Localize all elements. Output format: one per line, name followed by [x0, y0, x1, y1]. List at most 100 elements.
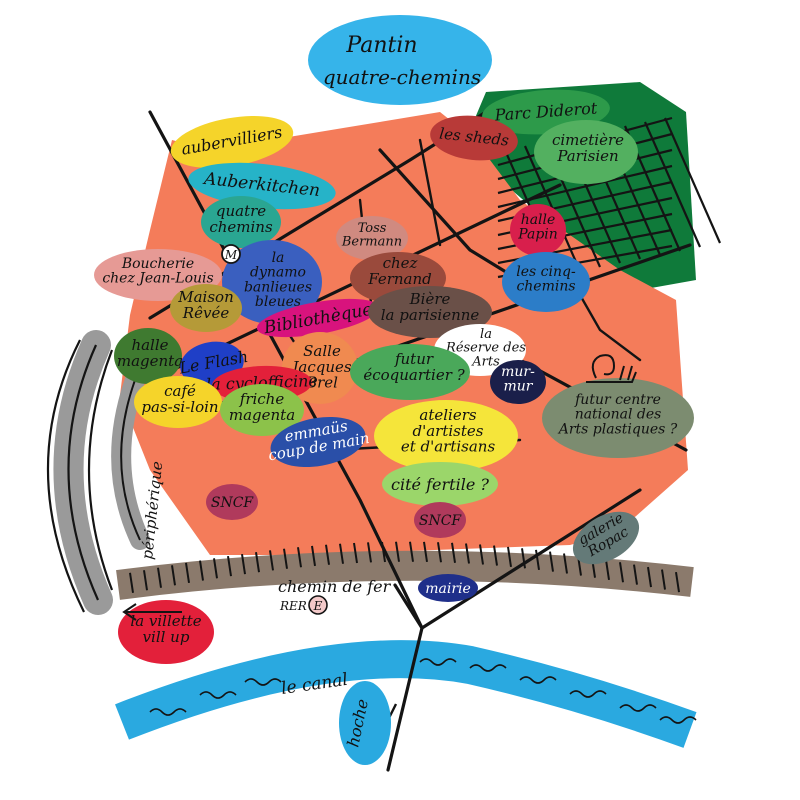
place-les-cinq-chemins-label-0: les cinq-	[516, 264, 576, 280]
place-salle-jacques-brel-label-2: Brel	[305, 374, 338, 392]
metro-circle	[221, 244, 241, 264]
place-la-villette-bubble	[118, 600, 214, 664]
place-mur-mur-label-0: mur-	[501, 364, 535, 380]
place-cafe-pas-si-loin-label-0: café	[164, 382, 196, 400]
place-auberkitchen-bubble	[188, 162, 336, 210]
railway-tick	[143, 570, 148, 591]
railway-tick	[157, 567, 162, 588]
railway-band	[116, 550, 694, 600]
canal-band	[115, 640, 697, 748]
railway-tick	[311, 545, 316, 567]
place-boucherie-label-0: Boucherie	[121, 256, 194, 272]
place-sncf-2[interactable]: SNCF	[414, 502, 466, 538]
place-halle-papin-bubble	[510, 204, 566, 256]
place-les-cinq-chemins-bubble	[502, 252, 590, 312]
place-cnap-label-1: national des	[575, 407, 662, 423]
railway-tick	[493, 545, 498, 566]
rer-circle	[308, 595, 328, 615]
place-mur-mur-label-1: mur	[504, 379, 534, 395]
place-la-dynamo-label-2: banlieues	[244, 279, 312, 295]
place-halle-magenta-label-0: halle	[131, 336, 168, 354]
place-friche-magenta-bubble	[220, 384, 304, 436]
place-aubervilliers[interactable]: aubervilliers	[167, 108, 297, 177]
railway	[116, 541, 694, 600]
place-la-villette-label-0: la villette	[130, 612, 201, 630]
canal-wave	[199, 691, 237, 699]
place-auberkitchen[interactable]: Auberkitchen	[186, 156, 338, 215]
place-les-sheds[interactable]: les sheds	[428, 112, 520, 165]
cnap-snail-icon	[586, 354, 637, 383]
place-ateliers-label-1: d'artistes	[413, 422, 484, 440]
place-cimetiere-parisien-label-0: cimetière	[552, 131, 624, 149]
railway-tick	[213, 558, 218, 579]
place-salle-jacques-brel-label-1: Jacques	[289, 358, 351, 376]
railway-tick	[423, 541, 428, 563]
hoche-station[interactable]: hoche	[339, 681, 391, 765]
place-sncf-1-label-0: SNCF	[211, 495, 255, 511]
place-ateliers-bubble	[374, 400, 518, 472]
place-chez-fernand-label-0: chez	[383, 254, 418, 272]
place-les-sheds-bubble	[430, 115, 518, 161]
railway-tick	[353, 542, 358, 564]
railway-tick	[479, 544, 484, 565]
hoche-bubble	[339, 681, 391, 765]
peripherique-line-3	[46, 339, 85, 613]
place-la-dynamo-bubble	[222, 240, 322, 324]
snail-shell	[591, 354, 616, 379]
rer-station[interactable]: RER E	[279, 595, 328, 615]
rer-label: RER	[279, 599, 307, 613]
place-les-cinq-chemins-label-1: chemins	[516, 279, 575, 295]
place-reserve-des-arts-label-2: Arts	[471, 354, 500, 369]
canal-wave	[659, 716, 697, 724]
place-mur-mur-bubble	[490, 360, 546, 404]
canal-wave	[244, 678, 282, 686]
peripherique-line-1	[67, 344, 100, 601]
place-cnap-label-2: Arts plastiques ?	[557, 421, 678, 437]
canal-wave	[569, 690, 607, 698]
place-galerie-ropac-bubble	[572, 511, 640, 565]
canal-wave	[469, 664, 507, 672]
place-cite-fertile[interactable]: cité fertile ?	[382, 462, 498, 506]
place-futur-ecoquartier-label-1: écoquartier ?	[363, 366, 465, 384]
railway-tick	[409, 541, 414, 562]
place-mairie[interactable]: mairie	[418, 574, 478, 602]
place-sncf-1[interactable]: SNCF	[206, 484, 258, 520]
metro-icon[interactable]: M	[221, 244, 241, 264]
railway-tick	[297, 547, 302, 568]
place-halle-papin-label-1: Papin	[517, 227, 558, 243]
canal: le canal	[115, 640, 697, 748]
railway-tick	[185, 562, 190, 584]
place-cafe-pas-si-loin-label-1: pas-si-loin	[141, 398, 218, 416]
title-line-2: quatre-chemins	[323, 65, 481, 89]
place-emmaus-bubble	[270, 416, 366, 468]
railway-tick	[129, 572, 134, 593]
snail-body	[586, 371, 637, 383]
place-les-cinq-chemins[interactable]: les cinq-chemins	[502, 252, 590, 312]
rer-icon: E	[308, 595, 328, 615]
place-cite-fertile-label-0: cité fertile ?	[391, 475, 489, 494]
place-toss-bermann-label-1: Bermann	[341, 235, 402, 250]
place-bibliotheque-bubble	[256, 298, 380, 338]
railway-tick	[339, 543, 344, 564]
place-ateliers-label-0: ateliers	[419, 406, 476, 424]
peripherique-label: périphérique	[138, 460, 166, 560]
place-mur-mur[interactable]: mur-mur	[490, 360, 546, 404]
place-biere-parisienne-label-1: la parisienne	[381, 306, 480, 324]
